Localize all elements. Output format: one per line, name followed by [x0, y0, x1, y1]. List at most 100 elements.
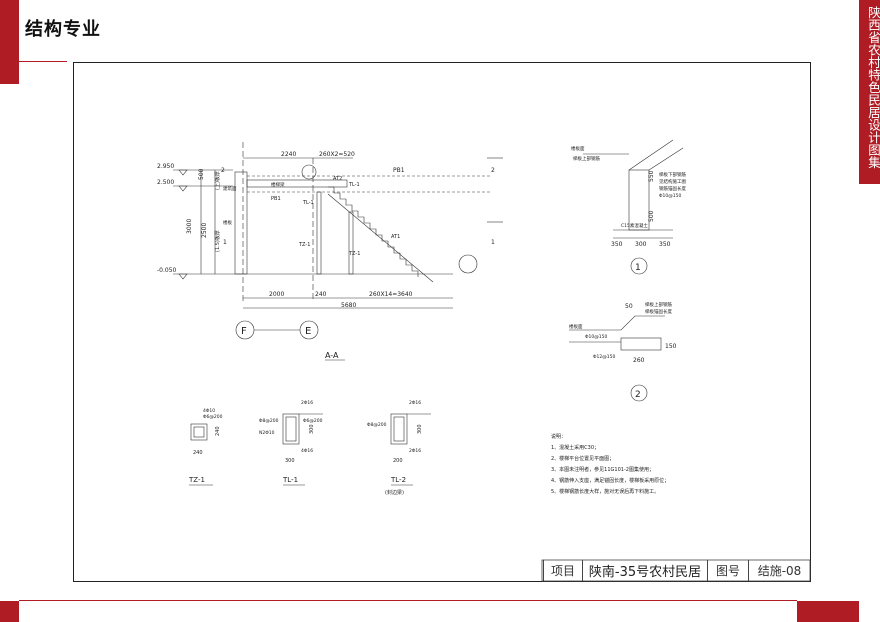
d2-note-1: 梯板上部钢筋: [645, 301, 672, 308]
d1-note-6: C15素混凝土: [621, 222, 648, 229]
dim-bottom-3640: 260X14=3640: [369, 291, 413, 298]
d1-note-3: 见结构施工图: [659, 178, 686, 185]
tz1-dim-1: 240: [215, 426, 221, 436]
label-left-note-1: 建筑面: [223, 185, 237, 192]
tl2-dim-0: 200: [393, 458, 403, 464]
tz1-rebar-1: Φ6@200: [203, 414, 223, 420]
d1-note-4: 钢筋锚固长度: [659, 185, 686, 192]
level-minus0050: -0.050: [157, 267, 177, 274]
section-tl1: 2Φ16 Φ8@200 N2Φ10 Φ6@200 4Φ16 300 300 TL…: [259, 400, 323, 486]
tz1-rebar-0: 4Φ10: [203, 408, 215, 414]
tl1-rebar-1: Φ8@200: [259, 418, 279, 424]
d1-dim-350b: 350: [659, 241, 671, 248]
d2-note-4: Φ10@150: [585, 334, 607, 340]
grid-mark-2-left: 2: [221, 167, 225, 174]
level-2950: 2.950: [157, 163, 174, 170]
axis-f: F: [241, 326, 247, 337]
label-at1: AT1: [391, 234, 400, 240]
title-block-drawing-no: 结施-08: [748, 560, 810, 581]
title-block-project-label: 项目: [543, 560, 582, 581]
label-pb1-top: PB1: [393, 167, 405, 174]
dim-left-note-2: (1.5)板厚: [214, 230, 221, 252]
grid-mark-1-right: 1: [491, 239, 495, 246]
d1-note-5: Φ10@150: [659, 193, 681, 199]
label-tz1-b: TZ-1: [348, 251, 360, 257]
tl1-rebar-3: Φ6@200: [303, 418, 323, 424]
d2-note-3: Φ12@150: [593, 354, 615, 360]
tl2-rebar-1: Φ8@200: [367, 422, 387, 428]
tl1-rebar-0: 2Φ16: [301, 400, 313, 406]
general-notes: 说明： 1、混凝土采用C30； 2、楼梯平台位置见平面图； 3、本图未注明者，参…: [551, 433, 669, 495]
note-item: 3、本图未注明者，参见11G101-2图集使用；: [551, 466, 654, 473]
tz1-name: TZ-1: [188, 476, 205, 484]
d2-dim-150: 150: [665, 343, 677, 350]
d1-note-1: 梯板上部钢筋: [573, 155, 600, 162]
section-tz1: 4Φ10 Φ6@200 240 240 TZ-1: [188, 408, 223, 486]
grid-mark-2-right: 2: [491, 167, 495, 174]
label-tl1: TL-1: [302, 200, 314, 206]
d2-dim-260: 260: [633, 357, 645, 364]
bottom-accent-line: [19, 600, 797, 601]
dim-total-5680: 5680: [341, 302, 356, 309]
note-item: 4、钢筋伸入支座，满足锚固长度，楼梯板采用原位；: [551, 477, 669, 484]
axis-e: E: [305, 326, 311, 337]
tl2-rebar-0: 2Φ16: [409, 400, 421, 406]
title-block-project-name: 陕南-35号农村民居: [582, 560, 707, 581]
tl1-rebar-4: 4Φ16: [301, 448, 313, 454]
detail-2-label: 2: [635, 390, 641, 400]
d1-dim-550: 550: [648, 170, 655, 182]
structural-drawing: 2.950 2.500 -0.050 500 3000 2500 (上)板厚 (…: [157, 139, 811, 582]
detail-1-label: 1: [635, 263, 641, 273]
note-item: 2、楼梯平台位置见平面图；: [551, 455, 614, 462]
side-banner: [859, 0, 880, 184]
dim-left-note-1: (上)板厚: [214, 171, 221, 190]
label-tz1-a: TZ-1: [298, 242, 310, 248]
side-banner-text: 陕西省农村特色民居设计图集: [866, 6, 880, 169]
tl1-dim-0: 300: [285, 458, 295, 464]
tl1-name: TL-1: [282, 476, 298, 484]
label-stair-beam: 楼梯梁: [271, 181, 285, 188]
label-at2: AT2: [333, 176, 342, 182]
d2-note-0: 楼板面: [569, 323, 583, 330]
left-red-bar: [0, 0, 19, 84]
section-caption: A-A: [325, 351, 339, 360]
note-item: 1、混凝土采用C30；: [551, 444, 599, 451]
d1-note-2: 梯板下部钢筋: [659, 171, 686, 178]
note-item: 5、楼梯钢筋长度大样，施对无误后再下料施工。: [551, 488, 659, 495]
dim-left-3000: 3000: [186, 219, 193, 234]
notes-title: 说明：: [551, 433, 566, 440]
tl1-rebar-2: N2Φ10: [259, 430, 275, 436]
bottom-right-red-block: [797, 601, 859, 622]
dim-top-2240: 2240: [281, 151, 296, 158]
drawing-sheet: [73, 62, 811, 582]
d1-dim-500: 500: [648, 210, 655, 222]
tz1-dim-0: 240: [193, 450, 203, 456]
detail-1: 550 500 350 300 350 楼板面 梯板上部钢筋 梯板下部钢筋 见结…: [571, 139, 686, 275]
label-tl1-top: TL-1: [348, 182, 360, 188]
dim-left-500: 500: [198, 168, 205, 180]
bottom-left-red-block: [0, 601, 19, 622]
page-title: 结构专业: [25, 19, 101, 40]
d1-dim-300: 300: [635, 241, 647, 248]
section-tl2: 2Φ16 Φ8@200 2Φ16 200 300 TL-2 (封边梁): [367, 400, 431, 496]
dim-bottom-240: 240: [315, 291, 327, 298]
d2-note-2: 梯板锚固长度: [645, 308, 672, 315]
d1-dim-350a: 350: [611, 241, 623, 248]
tl2-rebar-2: 2Φ16: [409, 448, 421, 454]
dim-top-520: 260X2=520: [319, 151, 355, 158]
d1-note-0: 楼板面: [571, 145, 585, 152]
stair-section-aa: 2.950 2.500 -0.050 500 3000 2500 (上)板厚 (…: [157, 142, 503, 361]
detail-2: 50 260 150 楼板面 梯板上部钢筋 梯板锚固长度 Φ12@150 Φ10…: [569, 301, 677, 402]
tl1-dim-1: 300: [309, 424, 315, 434]
label-pb1: PB1: [271, 196, 281, 202]
dim-bottom-2000: 2000: [269, 291, 284, 298]
d2-dim-50: 50: [625, 303, 633, 310]
dim-left-2500: 2500: [201, 223, 208, 238]
tl2-sub: (封边梁): [385, 489, 404, 496]
grid-mark-1-left: 1: [223, 239, 227, 246]
label-left-note-2: 楼板: [223, 219, 232, 226]
left-accent-line: [19, 61, 67, 62]
title-block-drawing-no-label: 图号: [707, 560, 748, 581]
level-2500: 2.500: [157, 179, 174, 186]
tl2-name: TL-2: [390, 476, 406, 484]
